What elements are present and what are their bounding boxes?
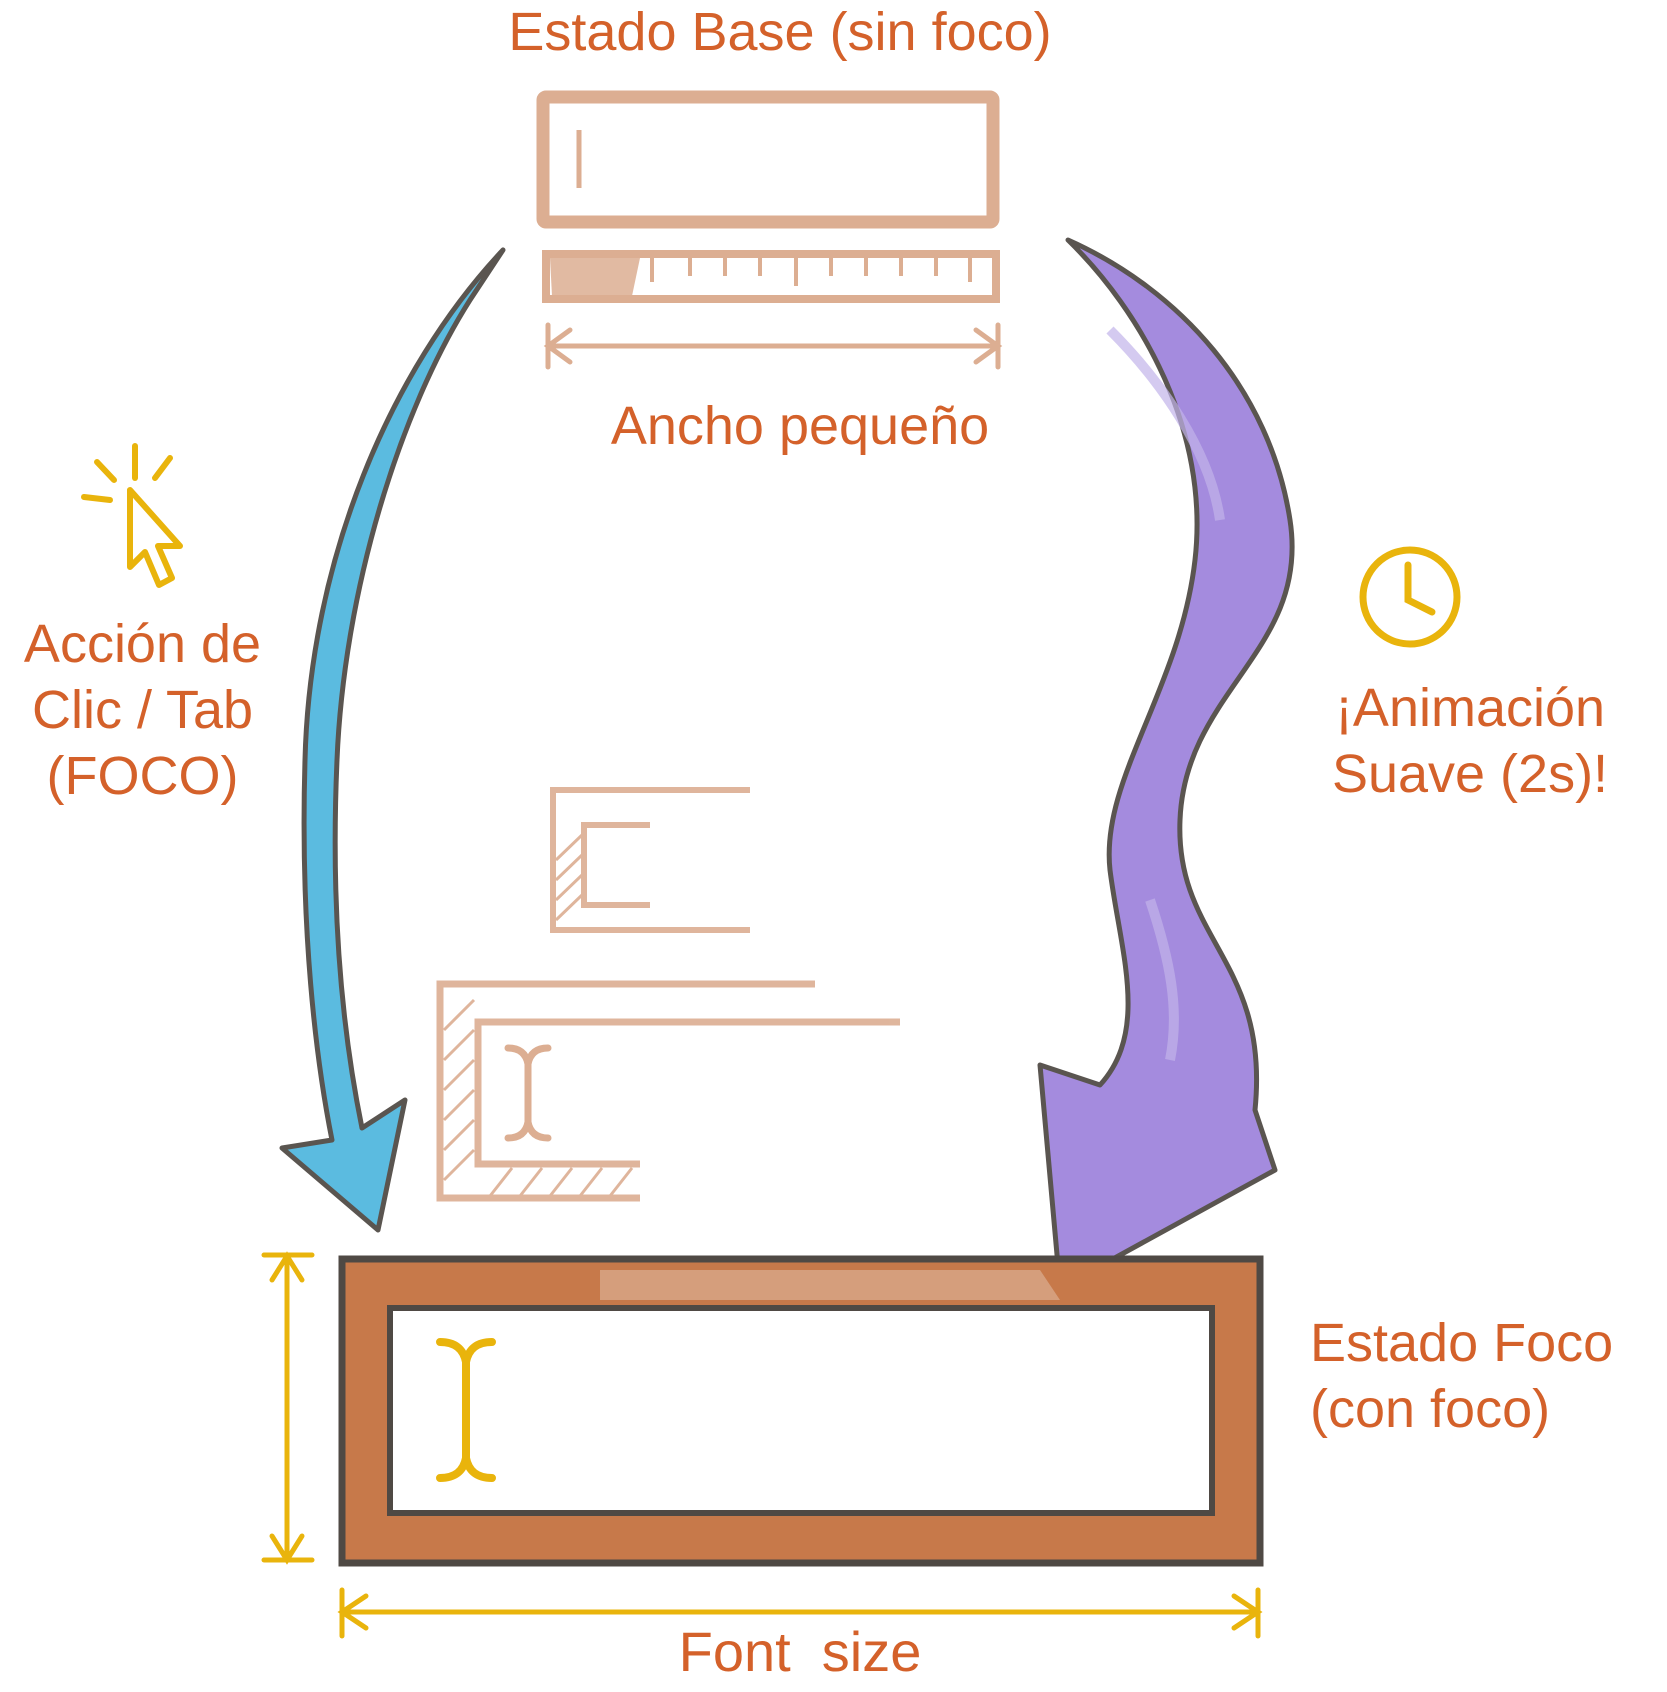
mouse-pointer-click-icon (81, 443, 183, 588)
action-label: Acción de Clic / Tab (FOCO) (23, 614, 262, 806)
height-measure-arrow (261, 1251, 315, 1565)
text-cursor-icon-ghost (504, 1044, 552, 1142)
font-size-measure-arrow (337, 1587, 1263, 1639)
width-ruler (542, 250, 1000, 303)
small-width-arrow (543, 322, 1003, 370)
focus-state-label: Estado Foco (con foco) (1310, 1313, 1614, 1439)
base-input-field (536, 90, 1000, 229)
animation-label: ¡Animación Suave (2s)! (1331, 678, 1609, 804)
font-size-label: Font size (678, 1620, 922, 1683)
animation-arrow (1037, 237, 1295, 1291)
transition-ghost-medium (436, 980, 900, 1202)
small-width-label: Ancho pequeño (610, 396, 990, 456)
clock-icon (1359, 546, 1461, 648)
text-cursor-icon (436, 1338, 496, 1482)
click-focus-arrow (279, 247, 506, 1233)
base-state-label: Estado Base (sin foco) (508, 2, 1052, 62)
transition-ghost-small (550, 787, 750, 933)
focus-input-field (338, 1255, 1264, 1567)
